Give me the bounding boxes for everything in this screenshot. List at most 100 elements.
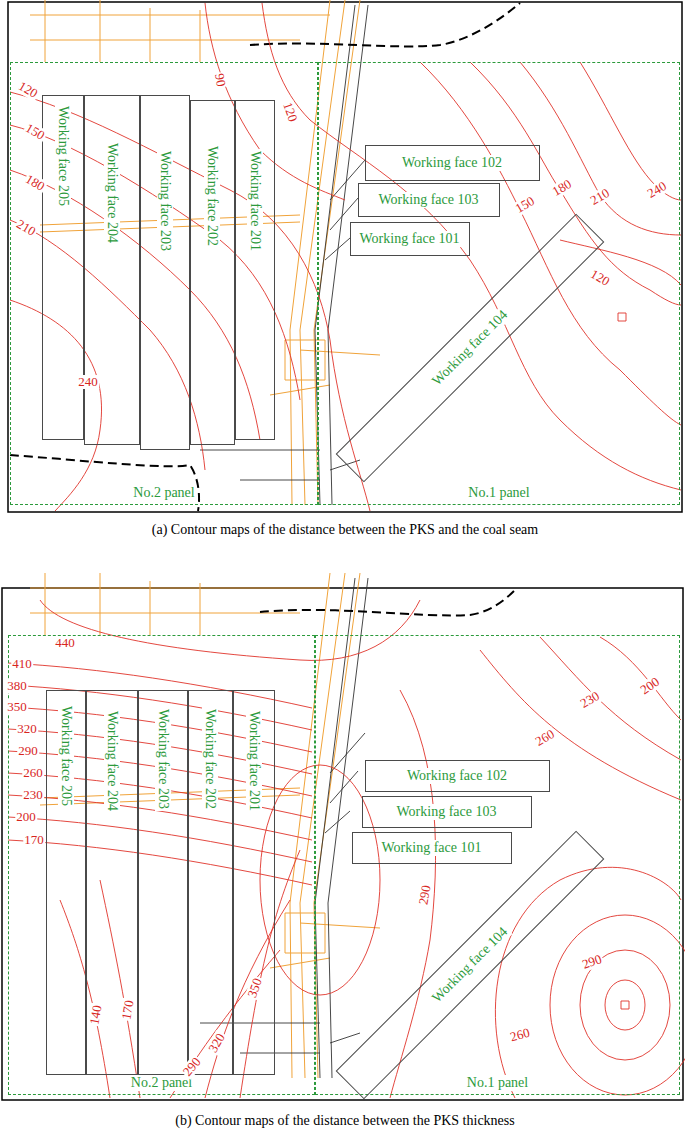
contour-value: 120 [587, 267, 613, 290]
contour-line [540, 637, 681, 760]
working-face: Working face 102 [365, 760, 550, 792]
working-face-name: Working face 101 [380, 840, 484, 856]
contour-value: 90 [212, 71, 228, 88]
frame [2, 588, 683, 1100]
working-face-name: Working face 202 [204, 144, 220, 248]
working-face-name: Working face 205 [58, 704, 74, 808]
working-face-name: Working face 201 [247, 149, 263, 253]
contour-line [618, 313, 626, 321]
mine-map [30, 0, 380, 505]
contour-line [10, 92, 330, 340]
contour-value: 120 [280, 100, 301, 125]
contour-value: 120 [15, 79, 41, 102]
contour-value: 380 [6, 679, 28, 693]
working-face-name: Working face 101 [358, 231, 462, 247]
contour-line [8, 3, 685, 1098]
frame [8, 2, 682, 512]
contour-value: 170 [119, 998, 137, 1022]
contour-line [170, 950, 280, 1098]
contour-value: 210 [13, 217, 39, 240]
contour-line [621, 1001, 629, 1009]
contour-line [470, 62, 681, 305]
panel-region: No.1 panelWorking face 102Working face 1… [318, 62, 680, 505]
working-face-name: Working face 102 [405, 768, 509, 784]
contour-line [605, 980, 645, 1030]
boundary-line [250, 3, 520, 46]
contour-value: 200 [637, 674, 663, 698]
contour-line [205, 900, 290, 1098]
panel-name: No.2 panel [131, 485, 196, 501]
contour-value: 440 [54, 636, 76, 650]
contour-value: 170 [23, 833, 45, 847]
working-face-name: Working face 204 [104, 141, 120, 245]
working-face-name: Working face 203 [157, 149, 173, 253]
contour-line [10, 125, 300, 400]
working-face-name: Working face 205 [55, 104, 71, 208]
working-face: Working face 103 [362, 796, 532, 828]
panel-region: No.2 panel Working face 205 Working face 2… [10, 62, 318, 505]
contour-line [100, 880, 140, 1098]
contour-line [8, 817, 312, 862]
contour-value: 350 [6, 700, 28, 714]
working-face: Working face 204 [84, 95, 140, 445]
working-face: Working face 203 [140, 95, 190, 450]
contour-value: 350 [245, 976, 266, 1001]
boundary-line [260, 590, 515, 615]
contour-line [330, 340, 370, 511]
contour-line [495, 867, 681, 1098]
working-face: Working face 103 [358, 183, 500, 217]
mine-map [30, 573, 380, 1078]
contour-value: 140 [87, 1003, 105, 1027]
contour-line [480, 650, 681, 800]
contour-line [580, 950, 670, 1060]
contour-value: 180 [549, 177, 575, 200]
working-face: Working face 101 [350, 222, 470, 256]
contour-value: 150 [512, 194, 538, 217]
contour-line [550, 915, 685, 1095]
contour-value: 260 [22, 766, 44, 780]
contour-value: 260 [508, 1025, 532, 1044]
contour-value: 290 [580, 952, 605, 973]
working-face-name: Working face 203 [155, 707, 171, 811]
contour-value: 180 [22, 172, 48, 195]
contour-line [262, 3, 681, 490]
contour-line [40, 600, 420, 660]
working-face: Working face 101 [352, 832, 512, 864]
panel-region: No.2 panel Working face 205 Working face 2… [8, 635, 315, 1095]
contour-line [10, 220, 205, 470]
contour-line [390, 690, 436, 1098]
contour-value: 410 [11, 657, 33, 671]
working-face-name: Working face 202 [202, 707, 218, 811]
contour-value: 240 [77, 375, 99, 389]
working-face: Working face 202 [190, 100, 235, 445]
contour-value: 240 [644, 179, 670, 202]
contour-value: 320 [16, 722, 38, 736]
working-face: Working face 205 [46, 690, 86, 1075]
working-face-name: Working face 104 [427, 305, 512, 390]
contour-line [520, 62, 681, 235]
contour-line [600, 637, 681, 720]
working-face: Working face 202 [188, 690, 233, 1075]
contour-value: 150 [22, 121, 48, 144]
contour-value: 210 [587, 186, 613, 209]
contour-value: 290 [416, 883, 434, 907]
figure-caption: (a) Contour maps of the distance between… [151, 523, 539, 537]
panel-name: No.1 panel [465, 1075, 530, 1091]
contour-line [560, 240, 681, 285]
contour-value: 230 [577, 689, 603, 712]
working-face: Working face 102 [365, 145, 540, 181]
contour-value: 290 [17, 744, 39, 758]
panel-name: No.2 panel [129, 1075, 194, 1091]
contour-value: 320 [206, 1030, 229, 1056]
contour-line [10, 170, 260, 440]
working-face: Working face 104 [335, 830, 604, 1099]
contour-line [10, 300, 102, 511]
working-face: Working face 201 [235, 100, 275, 440]
working-face: Working face 104 [335, 213, 604, 482]
contour-line [205, 3, 345, 200]
frame [2, 2, 683, 1100]
working-face-name: Working face 204 [104, 709, 120, 813]
working-face: Working face 201 [233, 690, 275, 1075]
panel-region: No.1 panel Working face 102Working face 1… [315, 635, 680, 1095]
